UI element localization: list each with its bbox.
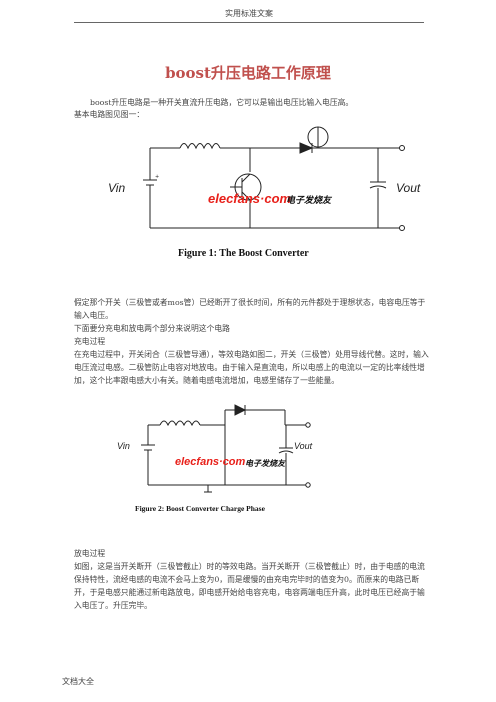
figure-1-vout-label: Vout	[396, 181, 421, 195]
header-rule	[74, 22, 424, 23]
charge-heading: 充电过程	[74, 337, 106, 346]
discharge-paragraph: 如图，这是当开关断开（三极管截止）时的等效电路。当开关断开（三极管截止）时，由于…	[74, 562, 425, 610]
charge-paragraph: 在充电过程中，开关闭合（三极管导通），等效电路如图二，开关（三极管）处用导线代替…	[74, 350, 429, 385]
section-intro-line: 下面要分充电和放电两个部分来说明这个电路	[74, 324, 230, 333]
svg-text:+: +	[155, 174, 159, 180]
figure-1-caption: Figure 1: The Boost Converter	[178, 248, 309, 259]
figure-2-watermark-site: elecfans·com	[175, 456, 246, 468]
figure-2-vout-label: Vout	[294, 441, 313, 451]
figure-1-vin-label: Vin	[108, 181, 126, 195]
figure-2-watermark-cn: 电子发烧友	[245, 458, 285, 468]
figure-2-caption: Figure 2: Boost Converter Charge Phase	[135, 504, 265, 513]
assumption-paragraph: 假定那个开关（三极管或者mos管）已经断开了很长时间，所有的元件都处于理想状态，…	[74, 298, 426, 320]
figure-1-watermark-site: elecfans·com	[208, 191, 292, 206]
page-footer: 文档大全	[62, 677, 94, 686]
intro-line-1: boost升压电路是一种开关直流升压电路，它可以是输出电压比输入电压高。	[90, 98, 354, 107]
page-header: 实用标准文案	[225, 9, 273, 18]
intro-line-2: 基本电路图见图一：	[74, 110, 145, 119]
figure-1-watermark-cn: 电子发烧友	[286, 196, 332, 206]
discharge-heading: 放电过程	[74, 549, 106, 558]
page-title: boost升压电路工作原理	[165, 64, 331, 82]
figure-2-vin-label: Vin	[117, 441, 130, 451]
